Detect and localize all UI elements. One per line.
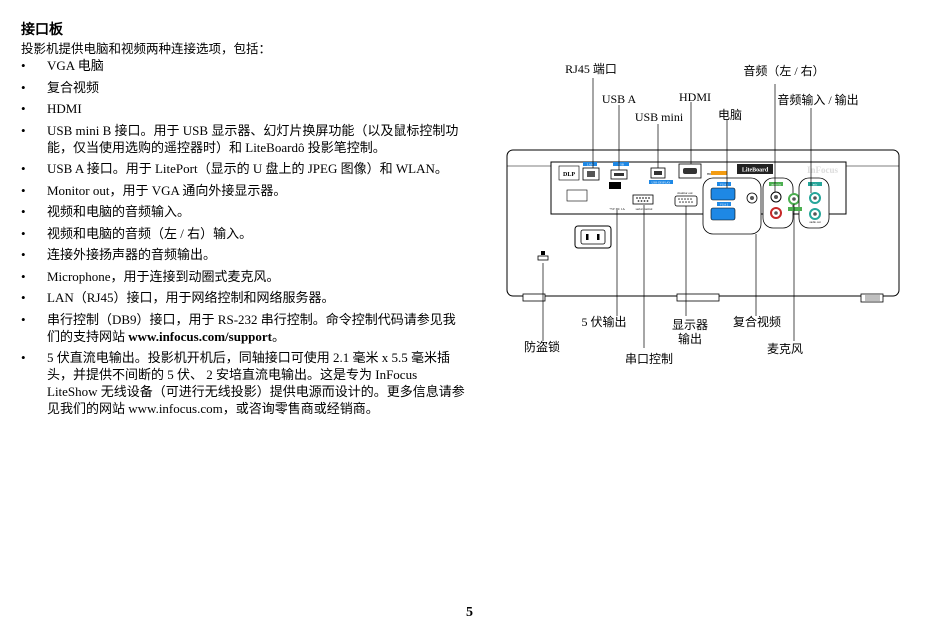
dc-out-box [566,189,588,202]
support-link-text: www.infocus.com/support [128,328,273,344]
svg-text:InFocus: InFocus [807,165,839,175]
bullet-icon: • [21,182,26,198]
list-item: • Monitor out，用于 VGA 通向外接显示器。 [21,182,466,199]
list-item: • 连接外接扬声器的音频输出。 [21,246,466,263]
list-item-text: Microphone，用于连接到动圈式麦克风。 [47,268,280,284]
list-item-text: USB A 接口。用于 LitePort（显示的 U 盘上的 JPEG 图像）和… [47,161,448,176]
list-item: • 5 伏直流电输出。投影机开机后，同轴接口可使用 2.1 毫米 x 5.5 毫米… [21,349,466,417]
list-item: • LAN（RJ45）接口，用于网络控制和网络服务器。 [21,289,466,306]
list-item-text: 串行控制（DB9）接口，用于 RS-232 串行控制。命令控制代码请参见我们的支… [47,311,456,344]
list-item-text: 5 伏直流电输出。投影机开机后，同轴接口可使用 2.1 毫米 x 5.5 毫米插… [47,350,465,416]
feature-list: • VGA 电脑 • 复合视频 • HDMI • USB mini B 接口。用于 USB 显… [21,57,466,422]
label-hdmi: HDMI [679,90,711,104]
list-item-text: Monitor out，用于 VGA 通向外接显示器。 [47,182,287,198]
svg-text:audio out: audio out [809,220,820,224]
list-item: • 复合视频 [21,79,466,96]
connector-panel-diagram: DLP LAN USB USB DISPLAY HDMI LiteBoard I… [506,62,900,366]
monitor-out-port [674,195,698,207]
bullet-icon: • [21,268,26,284]
serial-port [632,194,654,205]
label-microphone: 麦克风 [767,342,803,356]
list-item: • VGA 电脑 [21,57,466,74]
label-security-lock: 防盗锁 [524,339,560,354]
bullet-icon: • [21,161,26,176]
label-usb-a: USB A [602,92,637,106]
bullet-icon: • [21,311,26,327]
label-monitor-out-1: 显示器 [672,318,708,332]
page-number: 5 [466,605,473,620]
projector-foot-mid [676,293,720,302]
projector-foot-left [522,293,546,302]
bullet-icon: • [21,204,26,219]
svg-text:audio in: audio in [771,182,781,186]
svg-text:DLP: DLP [563,172,575,178]
svg-text:USB: USB [618,163,624,167]
label-5v-out: 5 伏输出 [581,314,626,329]
bullet-icon: • [21,247,26,262]
svg-text:USB DISPLAY: USB DISPLAY [652,181,672,185]
list-item-text: 复合视频 [47,79,100,95]
svg-text:VGA 1: VGA 1 [720,182,729,186]
svg-text:LiteBoard: LiteBoard [742,168,769,174]
label-audio-lr: 音频（左 / 右） [743,63,824,78]
vga-port-2 [710,207,736,221]
label-usb-mini: USB mini [635,110,684,124]
list-item: • 串行控制（DB9）接口，用于 RS-232 串行控制。命令控制代码请参见我们的… [21,311,466,345]
svg-text:VGA 2: VGA 2 [720,202,729,206]
label-monitor-out-2: 输出 [678,331,702,346]
list-item: • USB A 接口。用于 LitePort（显示的 U 盘上的 JPEG 图像）… [21,160,466,177]
list-item-text: 视频和电脑的音频输入。 [47,204,191,219]
label-computer: 电脑 [718,108,742,122]
vga-port-1 [710,187,736,201]
svg-text:mic: mic [813,182,818,186]
label-audio-io: 音频输入 / 输出 [777,92,858,107]
list-item: • USB mini B 接口。用于 USB 显示器、幻灯片换屏功能（以及鼠标控制… [21,122,466,156]
label-serial: 串口控制 [625,352,673,366]
bullet-icon: • [21,79,26,95]
bullet-icon: • [21,58,26,73]
bullet-icon: • [21,122,26,138]
computer-inputs-group [702,177,762,235]
list-item-text: HDMI [47,101,82,116]
list-item-text: LAN（RJ45）接口，用于网络控制和网络服务器。 [47,290,335,305]
list-item: • 视频和电脑的音频（左 / 右）输入。 [21,225,466,242]
bullet-icon: • [21,225,26,241]
bullet-icon: • [21,101,26,116]
bullet-icon: • [21,290,26,305]
bullet-icon: • [21,350,26,365]
list-item: • Microphone，用于连接到动圈式麦克风。 [21,268,466,285]
intro-text: 投影机提供电脑和视频两种连接选项，包括： [21,41,272,56]
list-item: • 视频和电脑的音频输入。 [21,203,466,220]
svg-text:LAN: LAN [587,163,594,167]
list-item: • HDMI [21,100,466,117]
list-item-text: VGA 电脑 [47,58,104,73]
svg-text:monitor out: monitor out [678,191,693,195]
list-item-text: USB mini B 接口。用于 USB 显示器、幻灯片换屏功能（以及鼠标控制功… [47,122,459,155]
list-item-text: 视频和电脑的音频（左 / 右）输入。 [47,225,253,241]
label-rj45: RJ45 端口 [565,62,617,76]
list-item-text-end: 。 [272,328,286,344]
security-lock-slot [537,255,549,261]
label-composite: 复合视频 [733,314,781,329]
svg-text:+5V DC 1A: +5V DC 1A [609,207,625,211]
page-heading: 接口板 [21,22,63,38]
list-item-text: 连接外接扬声器的音频输出。 [47,247,217,262]
